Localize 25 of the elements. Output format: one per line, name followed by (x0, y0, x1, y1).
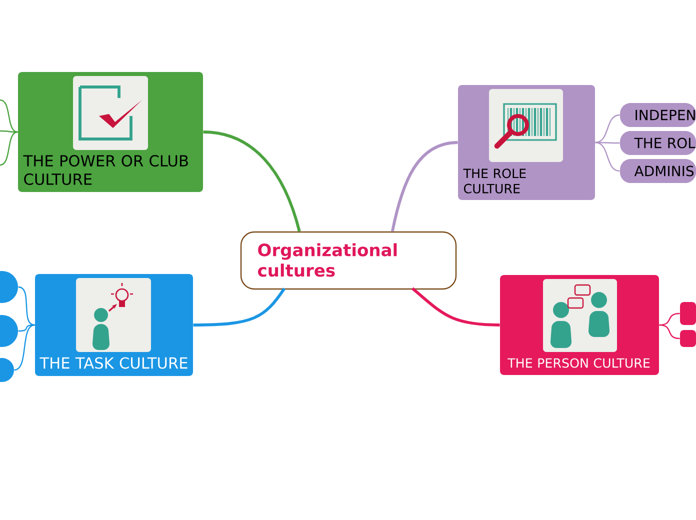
topic-box: THE TASK CULTURE (35, 274, 193, 376)
subtopic-pill (680, 330, 696, 347)
subtopic-pill: ADMINIS (620, 159, 696, 183)
connector (659, 324, 680, 340)
connector (14, 324, 35, 371)
connector (203, 130, 301, 232)
connector (659, 312, 680, 326)
connector (0, 130, 18, 133)
connector (390, 141, 458, 232)
subtopic-pill (680, 302, 696, 325)
connector (595, 142, 620, 144)
topic-box: THE POWER OR CLUB CULTURE (18, 72, 203, 192)
connector (0, 99, 18, 133)
connector (18, 324, 35, 332)
subtopic-pill: INDEPEN (620, 103, 696, 127)
connector (595, 114, 620, 144)
topic-box: THE ROLE CULTURE (458, 85, 595, 200)
connector (18, 286, 35, 326)
connector (193, 288, 286, 326)
central-topic-box: Organizational cultures (240, 231, 457, 290)
connector (411, 287, 500, 326)
subtopic-pill: THE ROL (620, 131, 696, 155)
connector (0, 131, 18, 166)
connector (595, 142, 620, 172)
topic-box: THE PERSON CULTURE (500, 275, 659, 375)
